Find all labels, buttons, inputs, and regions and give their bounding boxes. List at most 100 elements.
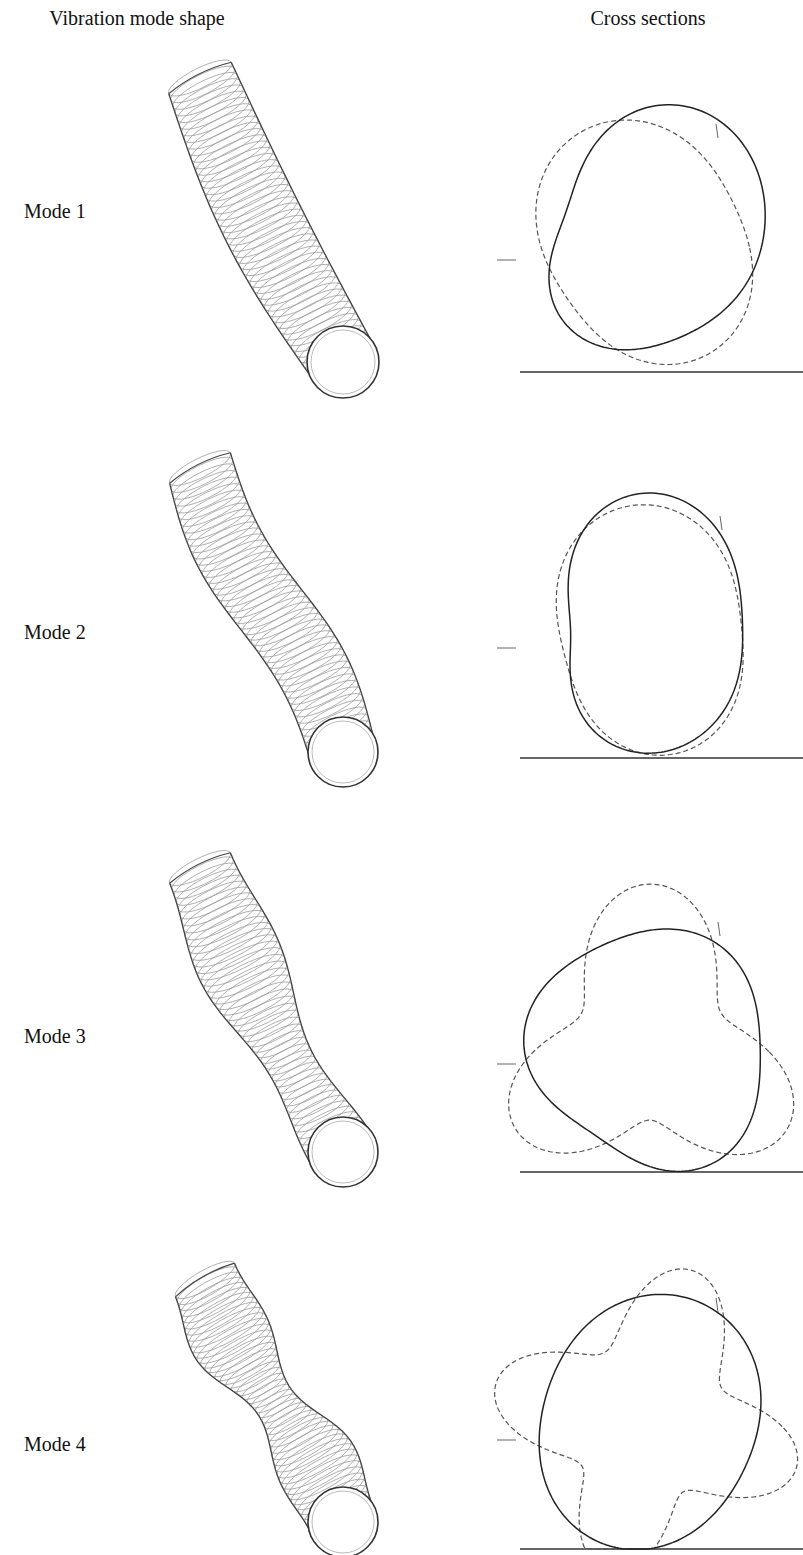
mesh-ring xyxy=(176,484,248,533)
mesh-ring xyxy=(173,78,248,129)
mesh-ring xyxy=(170,857,240,905)
mesh-ring xyxy=(168,851,238,899)
deformed-cylinder xyxy=(164,54,379,398)
cylinder-outline xyxy=(169,94,312,378)
cylinder-outline xyxy=(170,883,313,1167)
mesh-ring xyxy=(235,997,301,1042)
mesh-ring xyxy=(201,539,276,590)
mesh-ring xyxy=(196,933,285,994)
mesh-ring xyxy=(199,146,281,202)
mesh-ring xyxy=(175,84,250,136)
cross-section xyxy=(497,493,803,758)
cylinder-end xyxy=(312,721,374,783)
ground-line xyxy=(520,757,803,759)
mesh-ring xyxy=(274,1431,356,1491)
mesh-ring xyxy=(186,1300,269,1361)
tick-mark xyxy=(497,648,516,649)
cylinder-outline xyxy=(230,453,373,737)
mesh-ring xyxy=(191,127,271,182)
mesh-ring xyxy=(172,471,243,520)
tick-mark xyxy=(497,1064,516,1065)
ground-line xyxy=(520,1171,803,1173)
tick-mark xyxy=(716,124,718,138)
mesh-ring xyxy=(255,612,330,664)
mesh-ring xyxy=(179,886,258,940)
mesh-ring xyxy=(177,880,254,933)
mesh-ring xyxy=(283,1080,338,1118)
mode-label: Mode 3 xyxy=(24,1024,86,1048)
ground-line xyxy=(520,371,803,373)
mesh-ring xyxy=(225,982,298,1032)
cylinder-end xyxy=(308,1487,378,1555)
column-heading: Cross sections xyxy=(591,6,706,30)
cylinder-end xyxy=(308,717,378,787)
mesh-ring xyxy=(263,624,338,675)
mesh-ring xyxy=(251,607,326,659)
mesh-ring xyxy=(181,496,253,546)
mesh-ring xyxy=(165,844,234,892)
cylinder-top-edge xyxy=(170,453,231,484)
cylinder-top-edge xyxy=(170,853,231,884)
cylinder-end xyxy=(312,1121,374,1183)
mesh-ring xyxy=(189,515,262,565)
mesh-ring xyxy=(196,1317,277,1376)
mesh-ring xyxy=(165,444,234,492)
mesh-ring xyxy=(166,60,238,110)
mesh-ring xyxy=(198,533,272,584)
mesh-ring xyxy=(200,1323,278,1380)
mesh-ring xyxy=(278,648,352,699)
deformed-section xyxy=(549,105,765,350)
cylinder-outline xyxy=(230,853,373,1137)
mesh-ring xyxy=(274,642,348,693)
mesh-ring xyxy=(202,152,284,208)
deformed-section xyxy=(524,929,761,1171)
cylinder-end xyxy=(307,326,379,398)
mesh-ring xyxy=(186,509,259,559)
mesh-ring xyxy=(196,140,277,196)
deformed-cylinder xyxy=(165,444,378,787)
cylinder-top-edge xyxy=(169,62,232,93)
deformed-section xyxy=(568,493,743,753)
cylinder-outline xyxy=(231,62,374,346)
mesh-ring xyxy=(192,521,266,572)
mesh-ring xyxy=(194,134,275,190)
mesh-ring xyxy=(281,654,354,704)
cylinder-outline xyxy=(170,483,313,767)
mesh-ring xyxy=(167,451,237,499)
deformed-cylinder xyxy=(165,844,378,1187)
cylinder-top-edge xyxy=(175,1263,234,1297)
tick-mark xyxy=(497,1440,516,1441)
mesh-ring xyxy=(287,667,360,717)
cross-section xyxy=(497,105,803,372)
mode-label: Mode 2 xyxy=(24,620,86,644)
cylinder-end xyxy=(308,1117,378,1187)
mesh-ring xyxy=(272,1426,353,1485)
mesh-ring xyxy=(169,66,242,116)
tick-mark xyxy=(497,260,516,261)
mesh-ring xyxy=(203,946,290,1006)
mesh-ring xyxy=(183,503,256,553)
mesh-ring xyxy=(182,1290,262,1349)
mesh-ring xyxy=(195,527,269,578)
mesh-ring xyxy=(183,1295,265,1355)
mesh-ring xyxy=(205,1329,279,1383)
reference-section xyxy=(495,1269,798,1549)
mode-label: Mode 4 xyxy=(24,1432,86,1456)
cross-section xyxy=(497,884,803,1172)
cylinder-end xyxy=(311,330,375,394)
mesh-ring xyxy=(267,630,342,681)
mesh-ring xyxy=(234,1363,285,1401)
mesh-ring xyxy=(267,1411,332,1459)
mesh-ring xyxy=(270,1422,348,1479)
ground-line xyxy=(520,1548,803,1550)
deformed-cylinder xyxy=(171,1255,378,1555)
tick-mark xyxy=(716,1298,718,1312)
mesh-ring xyxy=(271,636,345,687)
mesh-ring xyxy=(178,490,250,540)
mesh-ring xyxy=(268,1415,338,1466)
mode-label: Mode 1 xyxy=(24,199,86,223)
tick-mark xyxy=(718,922,720,936)
tick-mark xyxy=(720,516,722,530)
mesh-ring xyxy=(284,661,357,711)
mesh-ring xyxy=(259,618,334,669)
